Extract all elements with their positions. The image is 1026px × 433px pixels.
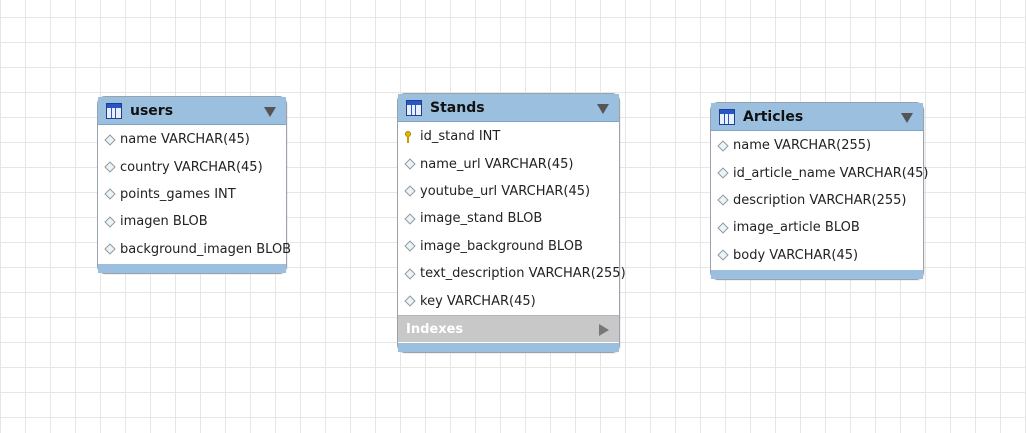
column-row[interactable]: image_background BLOB bbox=[398, 233, 619, 260]
column-label: image_stand BLOB bbox=[420, 211, 543, 227]
column-label: background_imagen BLOB bbox=[120, 241, 292, 257]
column-diamond-icon bbox=[404, 267, 416, 280]
column-list: id_stand INT name_url VARCHAR(45) youtub… bbox=[398, 122, 626, 315]
table-title: Stands bbox=[430, 99, 485, 116]
column-row[interactable]: youtube_url VARCHAR(45) bbox=[398, 178, 619, 205]
column-label: text_description VARCHAR(255) bbox=[420, 266, 626, 282]
column-diamond-icon bbox=[404, 158, 416, 170]
column-row[interactable]: image_article BLOB bbox=[711, 214, 923, 241]
table-title: Articles bbox=[743, 108, 804, 125]
column-row[interactable]: text_description VARCHAR(255) bbox=[398, 260, 626, 287]
column-diamond-icon bbox=[717, 222, 729, 234]
column-label: points_games INT bbox=[120, 186, 236, 202]
expand-arrow-icon[interactable] bbox=[599, 324, 609, 336]
column-diamond-icon bbox=[404, 185, 416, 198]
column-row[interactable]: description VARCHAR(255) bbox=[711, 187, 923, 214]
column-row[interactable]: country VARCHAR(45) bbox=[98, 153, 286, 180]
indexes-label: Indexes bbox=[406, 321, 464, 337]
column-label: youtube_url VARCHAR(45) bbox=[420, 183, 591, 199]
column-label: imagen BLOB bbox=[120, 214, 208, 230]
column-row[interactable]: name VARCHAR(255) bbox=[711, 132, 923, 159]
column-list: name VARCHAR(255) id_article_name VARCHA… bbox=[711, 131, 928, 269]
column-diamond-icon bbox=[104, 243, 116, 255]
table-articles[interactable]: Articles name VARCHAR(255) id_article_na… bbox=[710, 102, 928, 280]
column-row[interactable]: image_stand BLOB bbox=[398, 205, 619, 232]
column-diamond-icon bbox=[404, 240, 416, 252]
table-stands[interactable]: Stands id_stand INT name_url VARCHAR(45)… bbox=[397, 93, 626, 353]
column-diamond-icon bbox=[404, 213, 416, 225]
column-label: image_background BLOB bbox=[420, 238, 583, 254]
column-label: id_stand INT bbox=[420, 129, 501, 145]
column-label: name VARCHAR(45) bbox=[120, 132, 250, 148]
table-title: users bbox=[130, 102, 174, 119]
column-diamond-icon bbox=[717, 249, 729, 261]
column-row[interactable]: body VARCHAR(45) bbox=[711, 242, 923, 269]
column-row[interactable]: imagen BLOB bbox=[98, 208, 286, 235]
table-footer bbox=[398, 343, 619, 352]
table-icon bbox=[106, 102, 122, 119]
column-diamond-icon bbox=[717, 194, 729, 207]
column-label: description VARCHAR(255) bbox=[733, 192, 907, 208]
column-label: body VARCHAR(45) bbox=[733, 247, 859, 263]
column-diamond-icon bbox=[104, 188, 116, 201]
column-row[interactable]: points_games INT bbox=[98, 181, 286, 208]
table-header[interactable]: Stands bbox=[398, 94, 619, 122]
column-label: key VARCHAR(45) bbox=[420, 293, 536, 309]
collapse-arrow-icon[interactable] bbox=[264, 107, 276, 117]
table-icon bbox=[406, 99, 422, 116]
table-header[interactable]: users bbox=[98, 97, 286, 125]
column-label: name VARCHAR(255) bbox=[733, 138, 872, 154]
table-icon bbox=[719, 108, 735, 125]
column-list: name VARCHAR(45) country VARCHAR(45) poi… bbox=[98, 125, 291, 263]
collapse-arrow-icon[interactable] bbox=[901, 113, 913, 123]
collapse-arrow-icon[interactable] bbox=[597, 104, 609, 114]
column-row[interactable]: background_imagen BLOB bbox=[98, 236, 291, 263]
table-footer bbox=[711, 270, 923, 279]
column-row[interactable]: name_url VARCHAR(45) bbox=[398, 150, 619, 177]
table-footer bbox=[98, 264, 286, 273]
column-diamond-icon bbox=[104, 134, 116, 146]
column-row[interactable]: name VARCHAR(45) bbox=[98, 126, 286, 153]
indexes-section[interactable]: Indexes bbox=[398, 315, 619, 342]
column-row[interactable]: id_stand INT bbox=[398, 123, 619, 150]
table-users[interactable]: users name VARCHAR(45) country VARCHAR(4… bbox=[97, 96, 291, 274]
column-row[interactable]: key VARCHAR(45) bbox=[398, 287, 619, 314]
table-header[interactable]: Articles bbox=[711, 103, 923, 131]
column-diamond-icon bbox=[104, 161, 116, 173]
key-icon bbox=[403, 130, 415, 144]
column-label: id_article_name VARCHAR(45) bbox=[733, 165, 929, 181]
column-label: country VARCHAR(45) bbox=[120, 159, 263, 175]
column-diamond-icon bbox=[717, 140, 729, 152]
column-label: image_article BLOB bbox=[733, 220, 860, 236]
column-row[interactable]: id_article_name VARCHAR(45) bbox=[711, 159, 928, 186]
column-diamond-icon bbox=[104, 216, 116, 228]
column-label: name_url VARCHAR(45) bbox=[420, 156, 574, 172]
column-diamond-icon bbox=[717, 167, 729, 179]
column-diamond-icon bbox=[404, 295, 416, 307]
